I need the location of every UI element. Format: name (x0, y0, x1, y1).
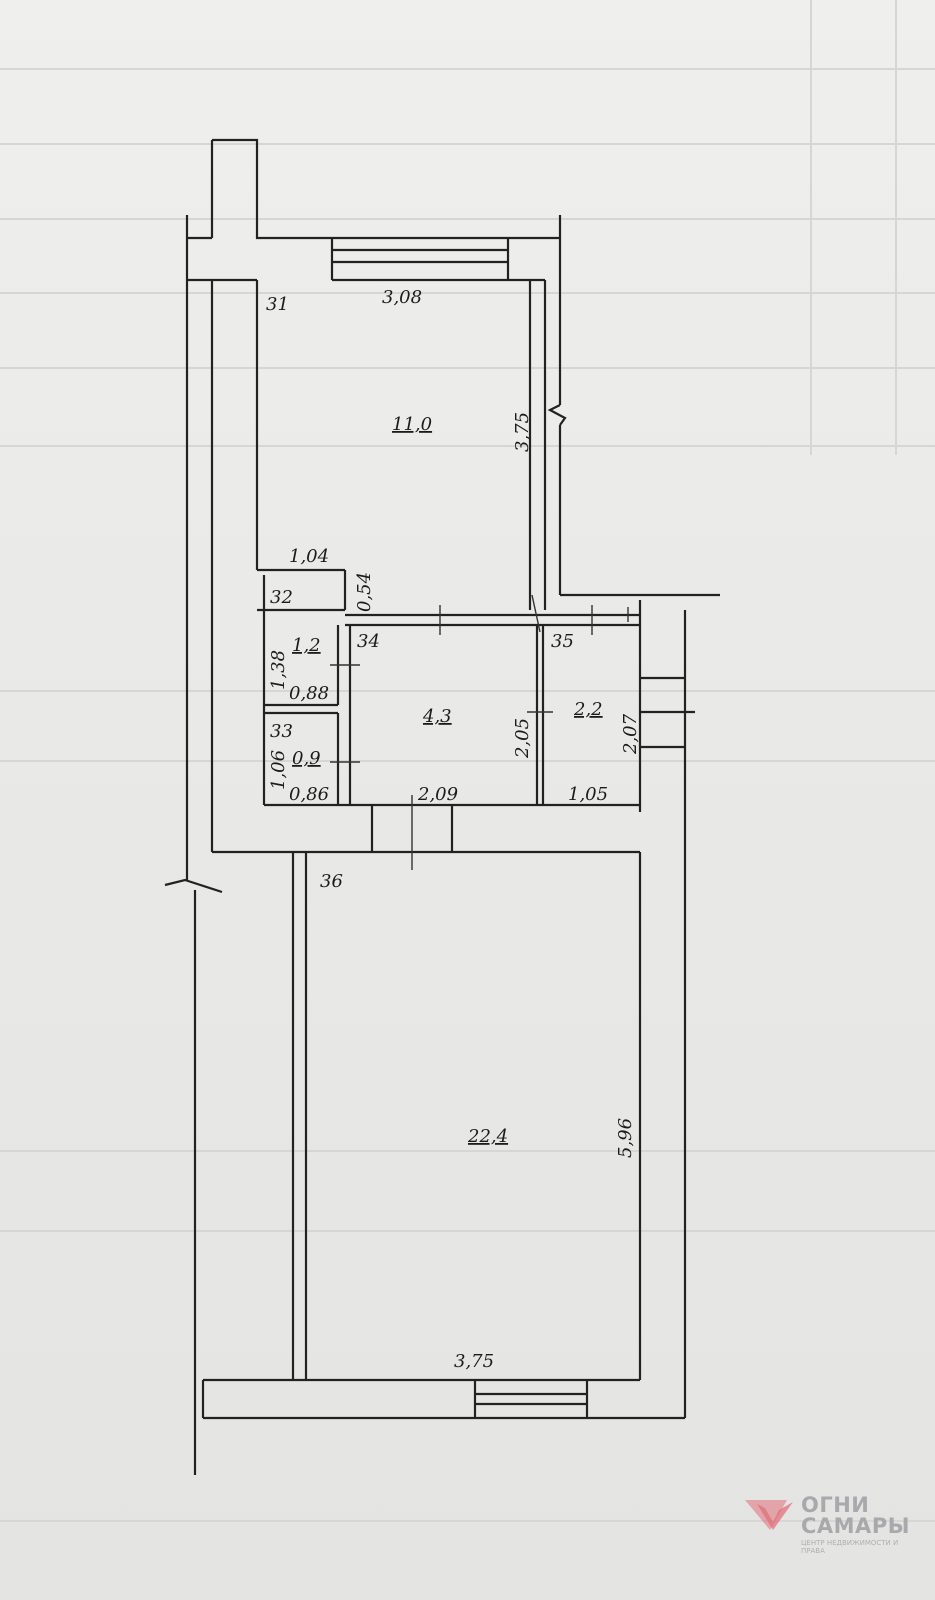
room-35-height: 2,07 (620, 713, 641, 755)
logo-title: ОГНИ САМАРЫ (801, 1493, 910, 1538)
room-31-length: 3,75 (512, 412, 533, 452)
room-36-length: 5,96 (615, 1118, 636, 1158)
background-rule (895, 0, 897, 455)
room-31-width: 3,08 (382, 287, 422, 308)
background-rule (0, 690, 935, 692)
room-33-bottom: 0,86 (289, 784, 329, 805)
background-rule (0, 367, 935, 369)
room-32-area: 1,2 (292, 635, 321, 656)
room-32-bottom: 0,88 (289, 683, 329, 704)
background-rule (810, 0, 812, 455)
background-rule (0, 1150, 935, 1152)
room-35-number: 35 (551, 631, 574, 652)
room-35-bottom: 1,05 (568, 784, 608, 805)
background-rule (0, 445, 935, 447)
background-rule (0, 1230, 935, 1232)
background-rule (0, 68, 935, 70)
background-rule (0, 292, 935, 294)
room-32-side: 0,54 (354, 572, 375, 612)
room-32-number: 32 (270, 587, 293, 608)
room-31-number: 31 (266, 294, 289, 315)
room-32-length: 1,38 (268, 650, 289, 690)
room-32-width: 1,04 (289, 546, 329, 567)
room-33-area: 0,9 (292, 748, 321, 769)
room-36-number: 36 (320, 871, 343, 892)
room-34-area: 4,3 (422, 706, 452, 727)
room-33-length: 1,06 (268, 750, 289, 790)
room-31-area: 11,0 (392, 414, 432, 435)
room-34-number: 34 (357, 631, 380, 652)
room-35-area: 2,2 (573, 699, 603, 720)
background-rule (0, 1520, 935, 1522)
room-34-bottom: 2,09 (417, 784, 458, 805)
background-rule (0, 218, 935, 220)
room-36-area: 22,4 (467, 1126, 508, 1147)
company-logo: ОГНИ САМАРЫ ЦЕНТР НЕДВИЖИМОСТИ И ПРАВА (755, 1495, 925, 1565)
background-rule (0, 760, 935, 762)
background-rule (0, 143, 935, 145)
room-34-height: 2,05 (512, 718, 533, 759)
logo-subtitle: ЦЕНТР НЕДВИЖИМОСТИ И ПРАВА (801, 1539, 899, 1555)
flame-logo-icon (757, 1502, 793, 1530)
room-36-width: 3,75 (454, 1351, 494, 1372)
room-33-number: 33 (270, 721, 293, 742)
door-markers (330, 594, 629, 870)
